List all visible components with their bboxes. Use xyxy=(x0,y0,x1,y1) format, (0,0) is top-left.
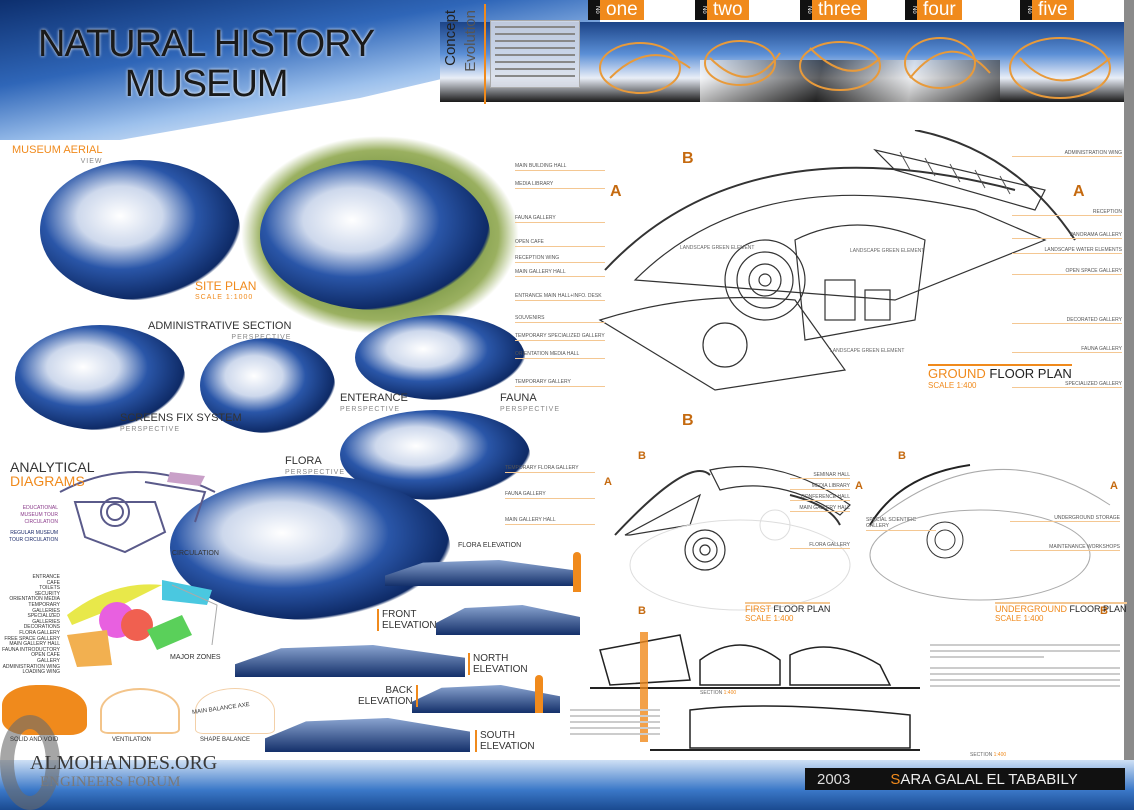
section-marker-a: A xyxy=(604,476,612,488)
first-plan-labels: SEMINAR HALL MEDIA LIBRARY CONFERENCE HA… xyxy=(790,472,850,549)
concept-word: Concept xyxy=(442,10,459,66)
page-title: NATURAL HISTORY MUSEUM xyxy=(38,23,375,105)
watermark-site: ALMOHANDES.ORG xyxy=(30,752,218,774)
circulation-label: CIRCULATION xyxy=(172,550,219,557)
south-elevation-drawing xyxy=(265,718,470,752)
section-marker-b: B xyxy=(638,450,646,462)
section-marker-b: B xyxy=(898,450,906,462)
title-line-2: MUSEUM xyxy=(124,63,289,105)
author-signature: 2003 SARA GALAL EL TABABILY xyxy=(805,768,1125,790)
section-drawings xyxy=(590,634,920,751)
solid-void-label: SOLID AND VOID xyxy=(10,737,59,743)
ground-plan-right-labels: ADMINISTRATION WING RECEPTION PANORAMA G… xyxy=(1012,150,1122,388)
front-elevation-drawing xyxy=(436,605,580,635)
section-marker-b: B xyxy=(638,605,646,617)
concept-text-box xyxy=(490,20,580,88)
landscape-label: LANDSCAPE GREEN ELEMENT xyxy=(680,245,755,251)
ventilation-label: VENTILATION xyxy=(112,737,151,743)
major-zones-label: MAJOR ZONES xyxy=(170,654,221,661)
admin-render xyxy=(200,338,335,433)
author-name: SARA GALAL EL TABABILY xyxy=(890,770,1078,788)
scale-figure xyxy=(573,552,581,592)
concept-label: Concept Evolution xyxy=(440,4,486,104)
circulation-diagram xyxy=(59,471,216,554)
ground-floor-plan xyxy=(598,130,1076,391)
entrance-render xyxy=(355,315,525,400)
section-label: SECTION 1:400 xyxy=(700,690,737,696)
scale-figure xyxy=(535,675,543,713)
fossil-ornament xyxy=(599,37,1111,99)
evolution-word: Evolution xyxy=(462,10,479,72)
aerial-view-render xyxy=(40,160,240,300)
ground-plan-left-labels: MAIN BUILDING HALL MEDIA LIBRARY FAUNA G… xyxy=(515,163,605,387)
major-zones-diagram xyxy=(67,580,218,667)
section-marker-a: A xyxy=(610,183,622,200)
section-notes xyxy=(930,640,1120,691)
circulation-legend: EDUCATIONAL MUSEUM TOUR CIRCULATION REGU… xyxy=(9,505,58,543)
landscape-label: LANDSCAPE GREEN ELEMENT xyxy=(830,348,905,354)
shape-balance-diagram xyxy=(195,688,275,734)
site-plan-render xyxy=(260,160,490,310)
section-label-2: SECTION 1:400 xyxy=(970,752,1007,758)
screens-render xyxy=(15,325,185,430)
first-plan-left-labels: TEMPORARY FLORA GALLERY FAUNA GALLERY MA… xyxy=(505,465,595,525)
watermark-forum: ENGINEERS FORUM xyxy=(40,774,181,790)
section-marker-b: B xyxy=(1100,605,1108,617)
first-floor-plan xyxy=(614,465,851,611)
scale-figure xyxy=(640,632,648,742)
title-line-1: NATURAL HISTORY xyxy=(38,23,375,65)
concept-notes xyxy=(570,705,660,739)
landscape-label: LANDSCAPE GREEN ELEMENT xyxy=(850,248,925,254)
header-band-texture xyxy=(700,60,1000,102)
page-edge xyxy=(1124,0,1134,810)
section-marker-b: B xyxy=(682,412,694,429)
signature-year: 2003 xyxy=(817,770,851,788)
section-marker-a: A xyxy=(1073,183,1085,200)
section-marker-a: A xyxy=(1110,480,1118,492)
ventilation-diagram xyxy=(100,688,180,734)
underground-labels: SPECIAL SCIENTIFIC GALLERY xyxy=(866,517,936,531)
flora-render xyxy=(170,475,450,620)
underground-right-labels: UNDERGROUND STORAGE MAINTENANCE WORKSHOP… xyxy=(1010,515,1120,551)
section-marker-b: B xyxy=(682,150,694,167)
flora-elevation-label: FLORA ELEVATION xyxy=(458,542,522,549)
north-elevation-drawing xyxy=(235,645,465,677)
section-marker-a: A xyxy=(855,480,863,492)
underground-floor-plan xyxy=(869,464,1111,601)
shape-balance-label: SHAPE BALANCE xyxy=(200,737,251,743)
